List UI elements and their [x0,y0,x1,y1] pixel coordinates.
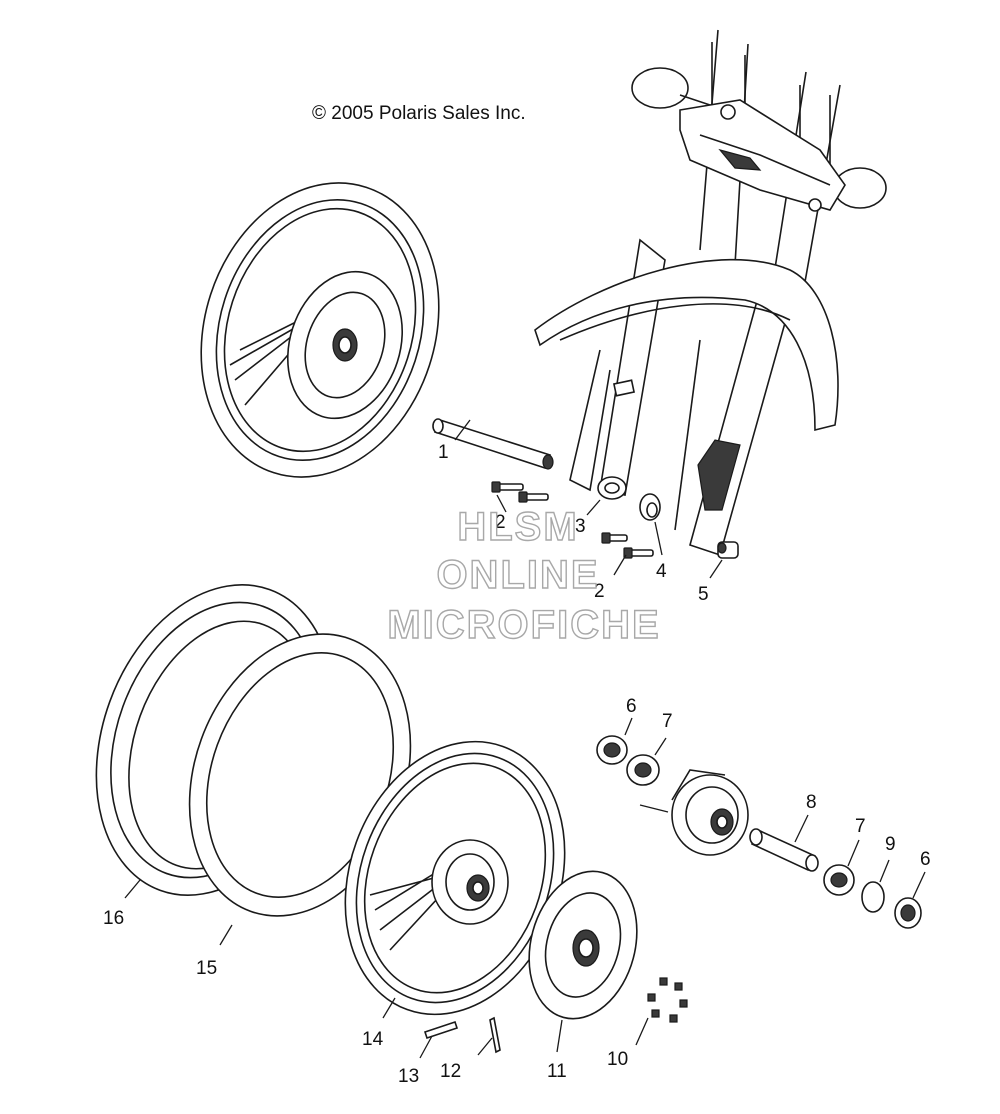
callout-15: 15 [196,958,217,979]
callout-14: 14 [362,1029,384,1050]
front-fork-assembly [534,29,887,557]
front-hub [671,769,749,856]
callout-1: 1 [438,442,449,463]
callout-12: 12 [440,1061,461,1082]
callout-10: 10 [607,1049,628,1070]
watermark-line-1: HLSM [457,505,578,549]
watermark-line-3: MICROFICHE [387,603,660,647]
bearing-7-right [823,864,855,896]
callout-9: 9 [885,834,896,855]
spacer-3 [597,476,627,500]
spacer-4 [639,493,661,521]
leader-lines [124,419,926,1059]
callout-7-left: 7 [662,711,673,732]
hub-seals-bearings [596,735,922,929]
callout-13: 13 [398,1066,419,1087]
assembled-front-wheel [200,182,440,478]
pinch-bolt-upper [491,481,549,503]
axle-nut-5 [717,541,739,559]
seal-6-right [894,897,922,929]
callout-4: 4 [656,561,667,582]
callout-16: 16 [103,908,124,929]
watermark: HLSM ONLINE MICROFICHE [387,504,660,647]
watermark-line-2: ONLINE [436,553,599,597]
callout-7-right: 7 [855,816,866,837]
disc-bolts [647,977,688,1023]
circlip-9 [861,881,885,913]
callout-3: 3 [575,516,586,537]
callout-2-lower: 2 [594,581,605,602]
callout-numbers: 1 2 3 4 5 2 6 7 8 7 9 6 10 11 12 13 14 1… [103,442,931,1087]
seal-6-left [596,735,628,765]
callout-11: 11 [547,1061,567,1082]
callout-8: 8 [806,792,817,813]
copyright-notice: © 2005 Polaris Sales Inc. [312,103,526,124]
front-axle [432,418,554,470]
callout-6-right: 6 [920,849,931,870]
callout-2-upper: 2 [495,512,506,533]
balance-weights [423,1016,501,1054]
bearing-7-left [626,754,660,786]
upper-small-hardware [491,476,739,559]
callout-6-left: 6 [626,696,637,717]
callout-5: 5 [698,584,709,605]
pinch-bolt-lower [601,532,654,559]
spacer-tube-8 [749,828,819,872]
brake-disc [528,870,638,1020]
